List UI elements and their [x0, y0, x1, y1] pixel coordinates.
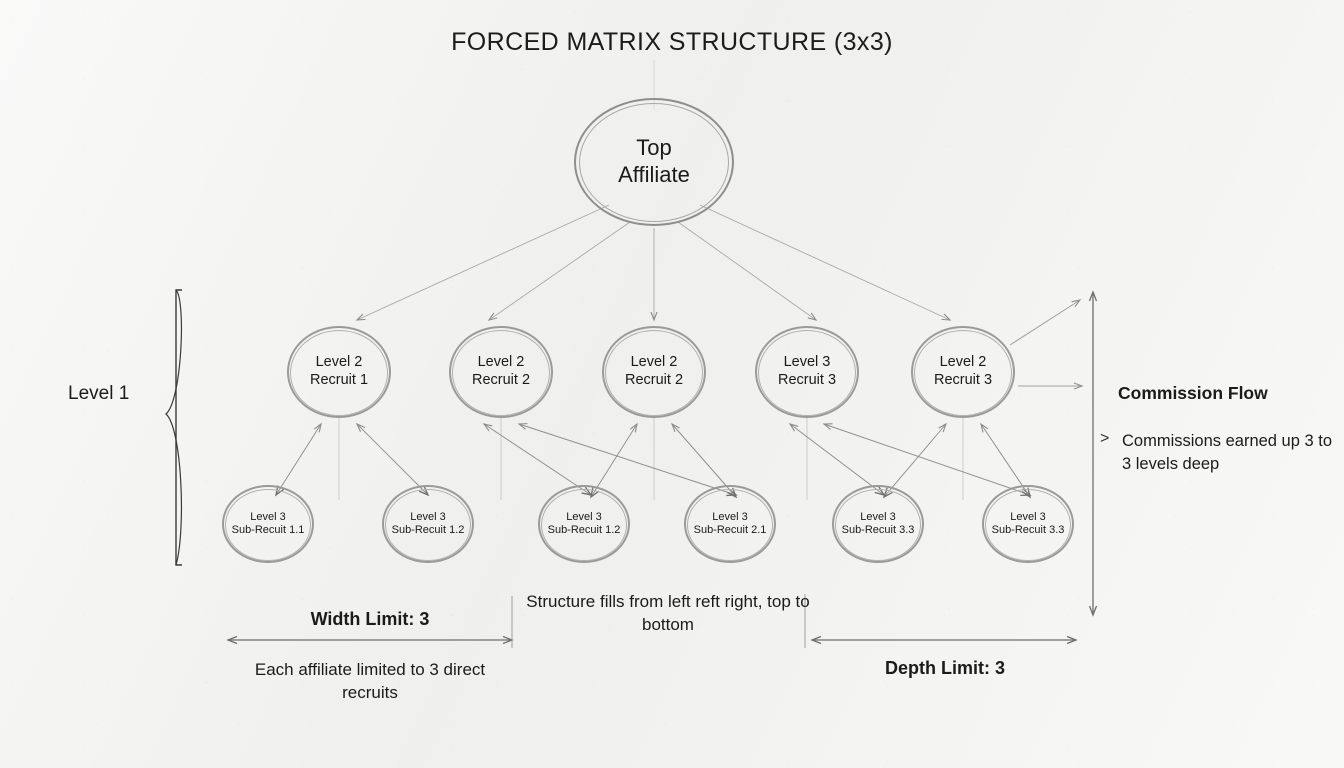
node-level2-5[interactable]: Level 2 Recruit 3 — [911, 326, 1015, 418]
commission-flow-note: Commissions earned up 3 to 3 levels deep — [1122, 432, 1333, 473]
node-level2-1-line1: Level 2 — [315, 354, 363, 371]
node-level3-6[interactable]: Level 3 Sub-Recuit 3.3 — [982, 485, 1074, 563]
node-level2-4-line1: Level 3 — [783, 354, 831, 371]
node-level3-4[interactable]: Level 3 Sub-Recuit 2.1 — [684, 485, 776, 563]
node-level3-4-line2: Sub-Recuit 2.1 — [693, 524, 767, 536]
node-level3-4-line1: Level 3 — [712, 510, 748, 523]
width-limit-note: Each affiliate limited to 3 direct recru… — [254, 660, 486, 703]
node-level3-5-line1: Level 3 — [860, 510, 896, 523]
level1-bracket — [175, 289, 182, 566]
node-level2-5-line2: Recruit 3 — [933, 372, 993, 388]
node-level2-2-line1: Level 2 — [477, 354, 525, 371]
node-level2-1-line2: Recruit 1 — [309, 372, 369, 388]
node-level3-5[interactable]: Level 3 Sub-Recuit 3.3 — [832, 485, 924, 563]
commission-up-edge — [1009, 299, 1082, 346]
node-level3-2[interactable]: Level 3 Sub-Recuit 1.2 — [382, 485, 474, 563]
node-level2-3-line1: Level 2 — [630, 354, 678, 371]
fill-order-note: Structure fills from left reft right, to… — [526, 592, 810, 635]
node-level2-4[interactable]: Level 3 Recruit 3 — [755, 326, 859, 418]
level1-brace — [165, 289, 183, 566]
node-top-affiliate-line2: Affiliate — [618, 162, 690, 187]
node-level3-3-line2: Sub-Recuit 1.2 — [547, 524, 621, 536]
node-level2-1[interactable]: Level 2 Recruit 1 — [287, 326, 391, 418]
width-limit-label: Width Limit: 3 — [310, 609, 430, 629]
page-title: FORCED MATRIX STRUCTURE (3x3) — [451, 28, 893, 56]
level1-bracket-label: Level 1 — [68, 383, 130, 404]
node-level2-3[interactable]: Level 2 Recruit 2 — [602, 326, 706, 418]
node-level3-1-line1: Level 3 — [250, 510, 286, 523]
depth-limit-label: Depth Limit: 3 — [885, 658, 1005, 678]
node-level3-2-line1: Level 3 — [410, 510, 446, 523]
node-level2-3-line2: Recruit 2 — [624, 372, 684, 388]
node-level3-1[interactable]: Level 3 Sub-Recuit 1.1 — [222, 485, 314, 563]
node-level2-2-line2: Recruit 2 — [471, 372, 531, 388]
node-level3-6-line1: Level 3 — [1010, 510, 1046, 523]
node-level3-5-line2: Sub-Recuit 3.3 — [841, 524, 915, 536]
node-level3-6-line2: Sub-Recuit 3.3 — [991, 524, 1065, 536]
node-level2-5-line1: Level 2 — [939, 354, 987, 371]
node-level3-3-line1: Level 3 — [566, 510, 602, 523]
commission-flow-title: Commission Flow — [1118, 383, 1268, 403]
node-level3-1-line2: Sub-Recuit 1.1 — [231, 524, 305, 536]
commission-flow-bullet-icon: > — [1100, 430, 1110, 447]
node-level2-2[interactable]: Level 2 Recruit 2 — [449, 326, 553, 418]
level3-to-level2-edges — [275, 422, 1032, 499]
node-level3-3[interactable]: Level 3 Sub-Recuit 1.2 — [538, 485, 630, 563]
node-level2-4-line2: Recruit 3 — [777, 372, 837, 388]
node-level3-2-line2: Sub-Recuit 1.2 — [391, 524, 465, 536]
node-top-affiliate-line1: Top — [636, 135, 672, 161]
node-top-affiliate[interactable]: Top Affiliate — [574, 98, 734, 226]
